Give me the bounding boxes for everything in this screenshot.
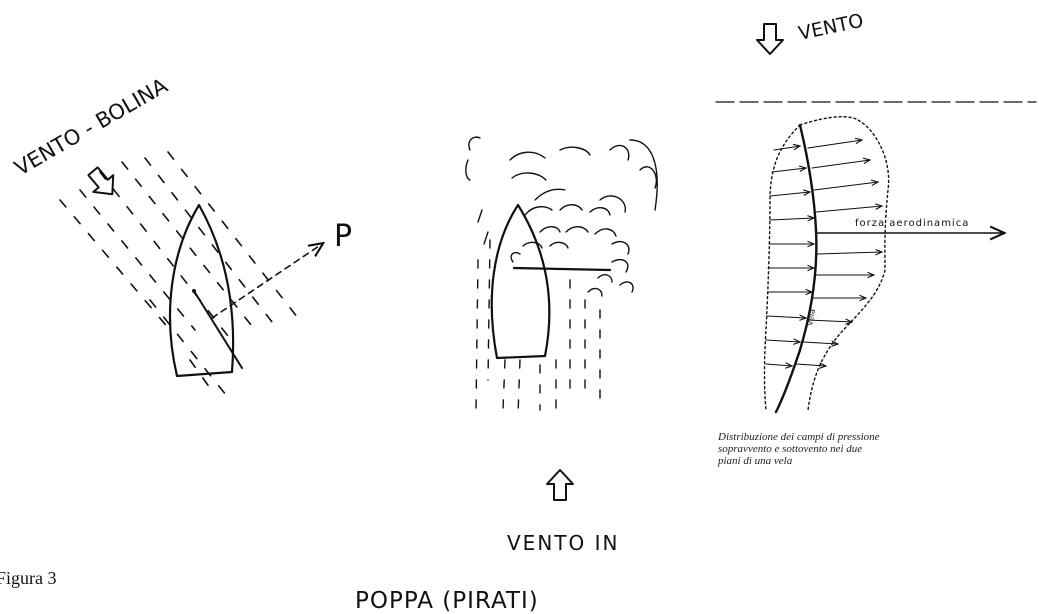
force-arrow-p [212, 244, 322, 318]
figure-label: Figura 3 [0, 568, 57, 588]
boat-hull-poppa [492, 205, 550, 358]
caption-line-2: sopravvento e sottovento nei due [718, 443, 862, 455]
pressure-arrows [766, 140, 882, 366]
wind-arrow-up-icon [547, 470, 573, 500]
panel-pressure: VENTO [716, 10, 1036, 467]
sail-label: vela [805, 308, 817, 326]
bolina-title: VENTO - BOLINA [11, 73, 173, 180]
force-label-p: P [334, 219, 352, 254]
poppa-wind-line2: POPPA (PIRATI) [355, 588, 539, 614]
caption-line-1: Distribuzione dei campi di pressione [717, 431, 880, 443]
wind-arrow-down-icon [757, 24, 783, 54]
caption-line-3: piani di una vela [717, 455, 793, 467]
pressure-envelope [800, 117, 889, 410]
poppa-wind-line1: VENTO IN [507, 531, 619, 555]
panel-bolina: VENTO - BOLINA P [11, 73, 353, 400]
aero-force-label: forza aerodinamica [855, 218, 969, 229]
pressure-wind-label: VENTO [796, 10, 865, 45]
wind-arrow-icon [83, 163, 122, 203]
sail-poppa [514, 268, 610, 270]
panel-poppa: VENTO IN POPPA (PIRATI) [355, 137, 657, 614]
